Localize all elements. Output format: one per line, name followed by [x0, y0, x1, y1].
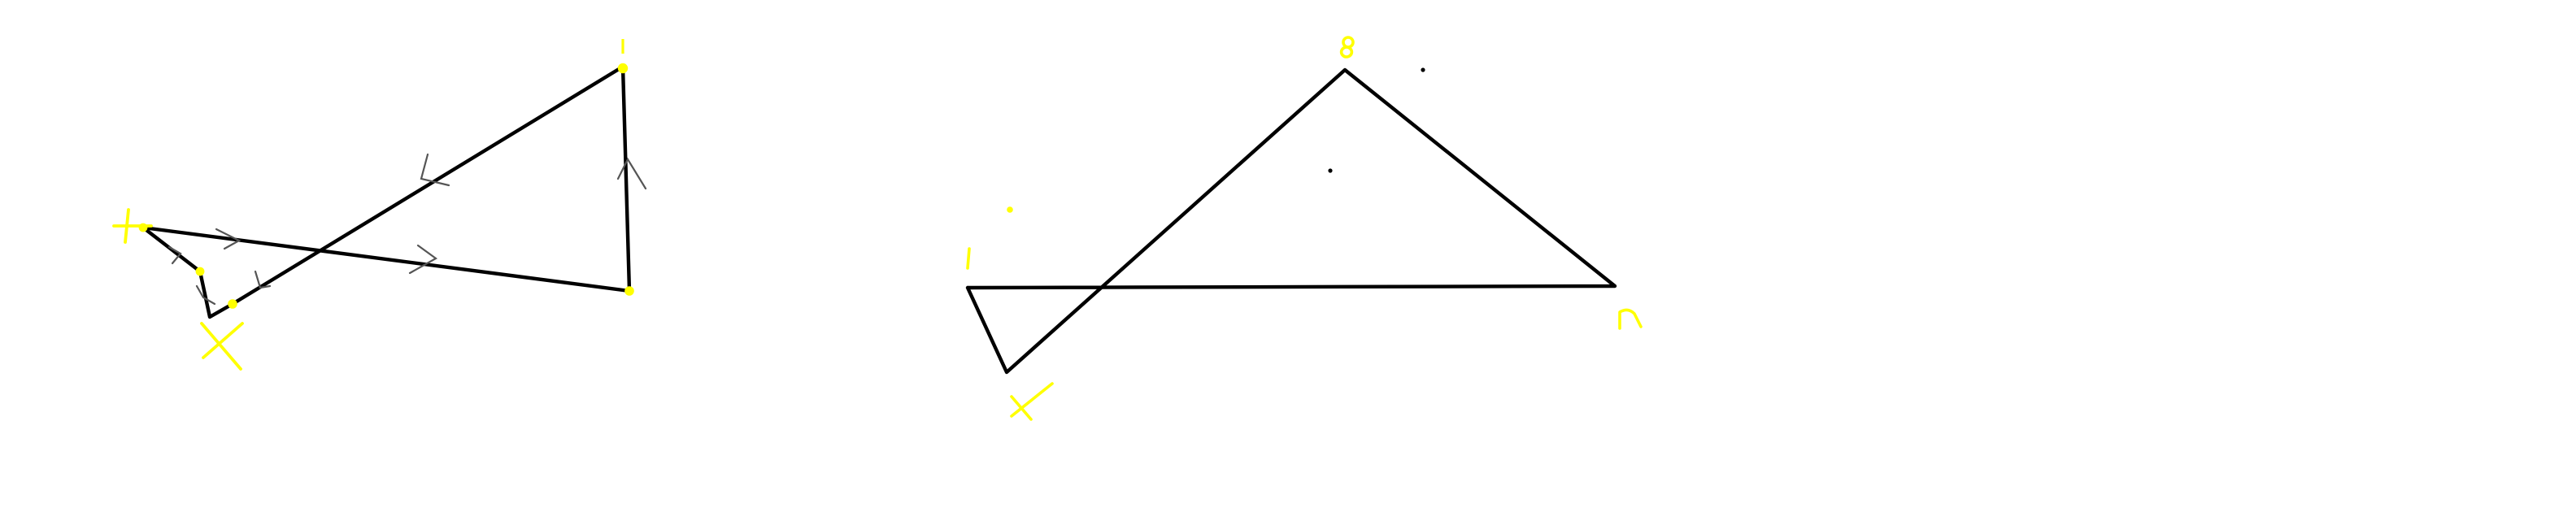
left-figure [112, 39, 647, 371]
yellow-dot-right [1007, 206, 1013, 213]
arrow-mark [420, 153, 450, 187]
vertex-dot [617, 63, 629, 74]
label-x-left [200, 322, 244, 371]
labels-right [966, 36, 1643, 421]
arrow-mark [168, 245, 182, 265]
dot [1421, 67, 1425, 72]
vertex-dot [195, 267, 205, 276]
dot [1328, 168, 1333, 173]
arrow-mark [215, 228, 242, 250]
direction-arrows-left [168, 153, 647, 306]
right-figure-outline [965, 67, 1617, 375]
vertex-markers-left [138, 39, 634, 309]
label-one-right [966, 247, 971, 270]
label-eight-right [1339, 36, 1355, 59]
label-n-right [1618, 308, 1643, 330]
arrow-mark [408, 244, 438, 275]
label-x-right [1010, 382, 1054, 421]
left-figure-outline [141, 64, 632, 319]
labels-left [112, 208, 244, 371]
vertex-dot [228, 299, 237, 309]
arrow-mark [254, 270, 272, 289]
label-plus-left [112, 208, 153, 244]
arrow-mark [195, 284, 216, 306]
right-figure [965, 36, 1643, 421]
vertex-dot [624, 286, 634, 296]
stray-dots-right [1328, 67, 1425, 173]
arrow-mark [616, 157, 647, 190]
